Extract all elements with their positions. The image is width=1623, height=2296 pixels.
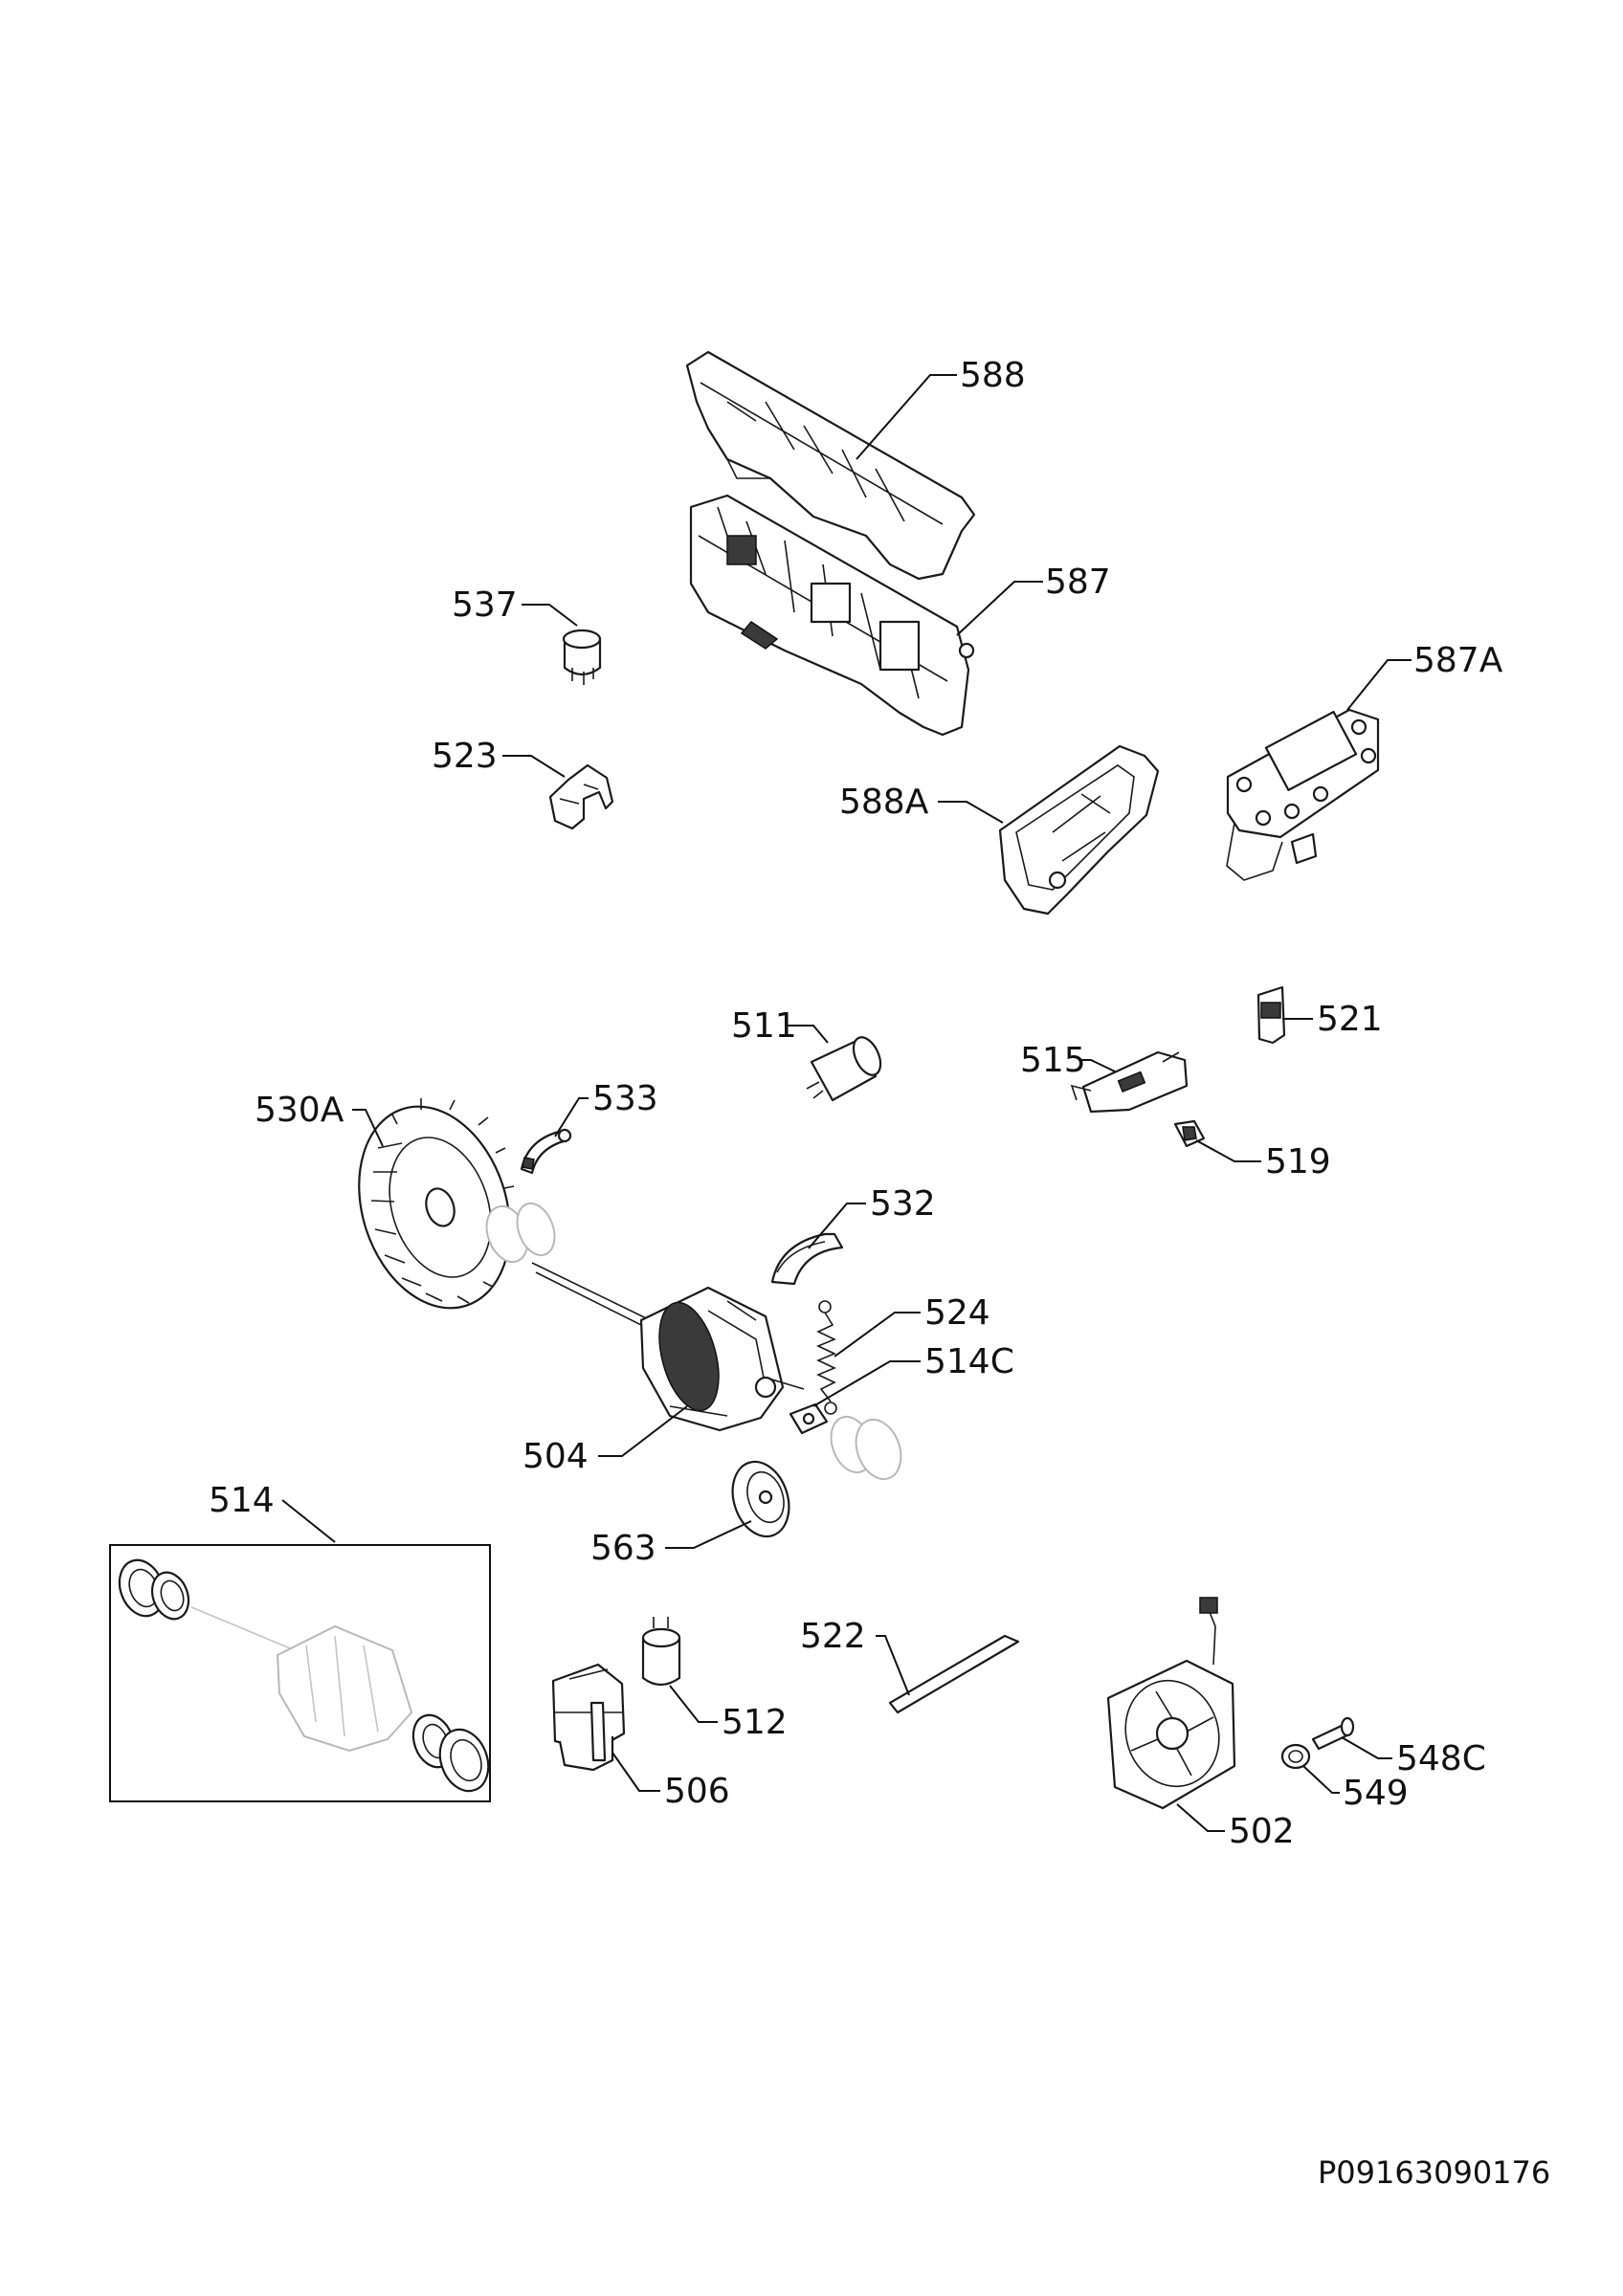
callout-523: 523 bbox=[432, 737, 498, 776]
part-588-cover bbox=[685, 350, 976, 581]
callout-533: 533 bbox=[592, 1079, 658, 1118]
leader-549 bbox=[1302, 1765, 1340, 1794]
leader-533 bbox=[554, 1097, 589, 1137]
leader-522 bbox=[876, 1635, 910, 1696]
callout-532: 532 bbox=[870, 1184, 936, 1224]
part-514C-seal-plate bbox=[789, 1402, 829, 1435]
part-588A-frame bbox=[998, 744, 1160, 916]
part-512-capacitor bbox=[641, 1617, 681, 1687]
callout-563: 563 bbox=[590, 1529, 656, 1568]
callout-506: 506 bbox=[664, 1772, 730, 1811]
part-530A-blower-wheel bbox=[358, 1098, 516, 1310]
callout-502: 502 bbox=[1229, 1812, 1295, 1851]
callout-514: 514 bbox=[209, 1481, 275, 1520]
callout-504: 504 bbox=[522, 1437, 589, 1476]
leader-504 bbox=[598, 1405, 688, 1457]
part-533-bracket bbox=[520, 1128, 572, 1175]
leader-511 bbox=[787, 1025, 829, 1044]
callout-587: 587 bbox=[1045, 563, 1111, 602]
callout-549: 549 bbox=[1343, 1774, 1409, 1813]
part-514-bearing-kit bbox=[109, 1544, 491, 1802]
callout-522: 522 bbox=[800, 1617, 866, 1656]
part-522-strip bbox=[888, 1634, 1020, 1714]
leader-523 bbox=[502, 755, 566, 778]
leader-512 bbox=[669, 1685, 718, 1723]
leader-519 bbox=[1195, 1139, 1261, 1162]
callout-537: 537 bbox=[452, 585, 518, 625]
leader-563 bbox=[665, 1520, 752, 1549]
leader-548C bbox=[1341, 1736, 1392, 1759]
part-532-shell bbox=[770, 1232, 844, 1286]
part-506-pump bbox=[551, 1663, 626, 1772]
part-504-motor bbox=[485, 1202, 902, 1480]
part-521-sensor bbox=[1256, 985, 1286, 1045]
callout-530A: 530A bbox=[255, 1091, 345, 1130]
leader-502 bbox=[1176, 1803, 1225, 1832]
part-587A-display-board bbox=[1226, 708, 1380, 881]
callout-512: 512 bbox=[722, 1703, 788, 1742]
callout-511: 511 bbox=[731, 1006, 797, 1046]
leader-588 bbox=[856, 374, 957, 460]
part-523-clamp bbox=[548, 763, 614, 830]
callout-521: 521 bbox=[1317, 1000, 1383, 1039]
callout-524: 524 bbox=[924, 1293, 990, 1333]
part-587-board bbox=[689, 494, 975, 737]
leader-587A bbox=[1346, 659, 1412, 711]
leader-532 bbox=[808, 1203, 866, 1249]
callout-514C: 514C bbox=[924, 1342, 1014, 1381]
leader-lines bbox=[281, 374, 1412, 1832]
part-548C-fitting bbox=[1311, 1716, 1355, 1751]
leader-514C bbox=[812, 1360, 921, 1407]
part-502-fan bbox=[1106, 1597, 1236, 1810]
callout-515: 515 bbox=[1020, 1041, 1086, 1080]
leader-530A bbox=[352, 1109, 384, 1147]
callout-548C: 548C bbox=[1396, 1739, 1486, 1778]
callout-588A: 588A bbox=[839, 783, 929, 822]
leader-514 bbox=[281, 1499, 336, 1543]
document-reference: P09163090176 bbox=[1318, 2154, 1550, 2191]
part-515-door-lock bbox=[1070, 1050, 1189, 1114]
callout-587A: 587A bbox=[1413, 641, 1503, 680]
part-549-nut bbox=[1280, 1743, 1311, 1770]
leader-588A bbox=[938, 801, 1004, 824]
part-537-capacitor bbox=[562, 629, 602, 685]
part-524-spring bbox=[816, 1300, 837, 1415]
callout-519: 519 bbox=[1265, 1142, 1331, 1181]
leader-515 bbox=[1081, 1059, 1116, 1072]
part-511-capacitor bbox=[806, 1036, 882, 1102]
leader-537 bbox=[522, 604, 578, 627]
callout-labels: 588 587 537 587A 523 588A 521 511 515 53… bbox=[209, 356, 1503, 1851]
part-563-pulley bbox=[731, 1460, 790, 1538]
callout-588: 588 bbox=[960, 356, 1026, 395]
leader-506 bbox=[611, 1752, 660, 1792]
leader-524 bbox=[834, 1312, 921, 1358]
leader-587 bbox=[956, 581, 1043, 636]
